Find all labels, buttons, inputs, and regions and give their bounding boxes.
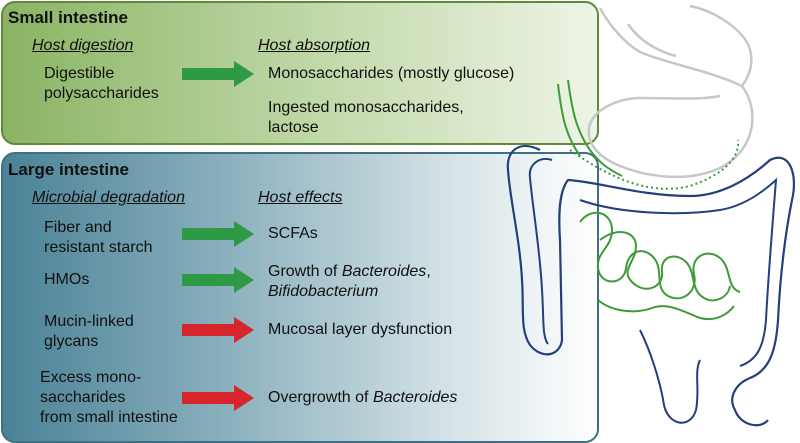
excess-line-2: saccharides (40, 389, 126, 406)
fiber-line-1: Fiber and (44, 219, 112, 236)
ingested-line-1: Ingested monosaccharides, (268, 99, 464, 116)
mucosal-text: Mucosal layer dysfunction (268, 321, 453, 338)
ingested-line-2: lactose (268, 119, 319, 136)
large-intestine-title: Large intestine (8, 160, 129, 179)
host-digestion-header: Host digestion (32, 37, 134, 54)
colon-outline (506, 144, 796, 427)
host-absorption-header: Host absorption (258, 37, 371, 54)
small-intestine-panel (1, 1, 599, 145)
green-arrow (182, 267, 254, 293)
large-intestine-panel (1, 152, 599, 443)
growth-line-2: Bifidobacterium (268, 283, 379, 300)
digestible-line-1: Digestible (44, 65, 115, 82)
scfas-text: SCFAs (268, 225, 318, 242)
small-bowel-loops (579, 211, 741, 300)
growth-line-1: Growth of Bacteroides, (268, 263, 431, 280)
monosaccharides-text: Monosaccharides (mostly glucose) (268, 65, 515, 82)
mucin-line-2: glycans (44, 333, 99, 350)
overgrowth-text: Overgrowth of Bacteroides (268, 389, 458, 406)
host-effects-header: Host effects (258, 189, 343, 206)
hmos-text: HMOs (44, 271, 90, 288)
red-arrow (182, 385, 254, 411)
rectum-outline (639, 329, 701, 424)
green-arrow (182, 61, 254, 87)
stomach-body (587, 85, 754, 179)
excess-line-3: from small intestine (40, 409, 178, 426)
digestible-line-2: polysaccharides (44, 85, 159, 102)
stomach-outline (598, 4, 753, 88)
small-intestine-title: Small intestine (8, 8, 128, 27)
red-arrow (182, 317, 254, 343)
microbial-degradation-header: Microbial degradation (32, 189, 185, 206)
mucin-line-1: Mucin-linked (44, 313, 134, 330)
green-arrow (182, 221, 254, 247)
excess-line-1: Excess mono- (40, 369, 142, 386)
duodenum-outline (567, 79, 623, 177)
fiber-line-2: resistant starch (44, 239, 153, 256)
